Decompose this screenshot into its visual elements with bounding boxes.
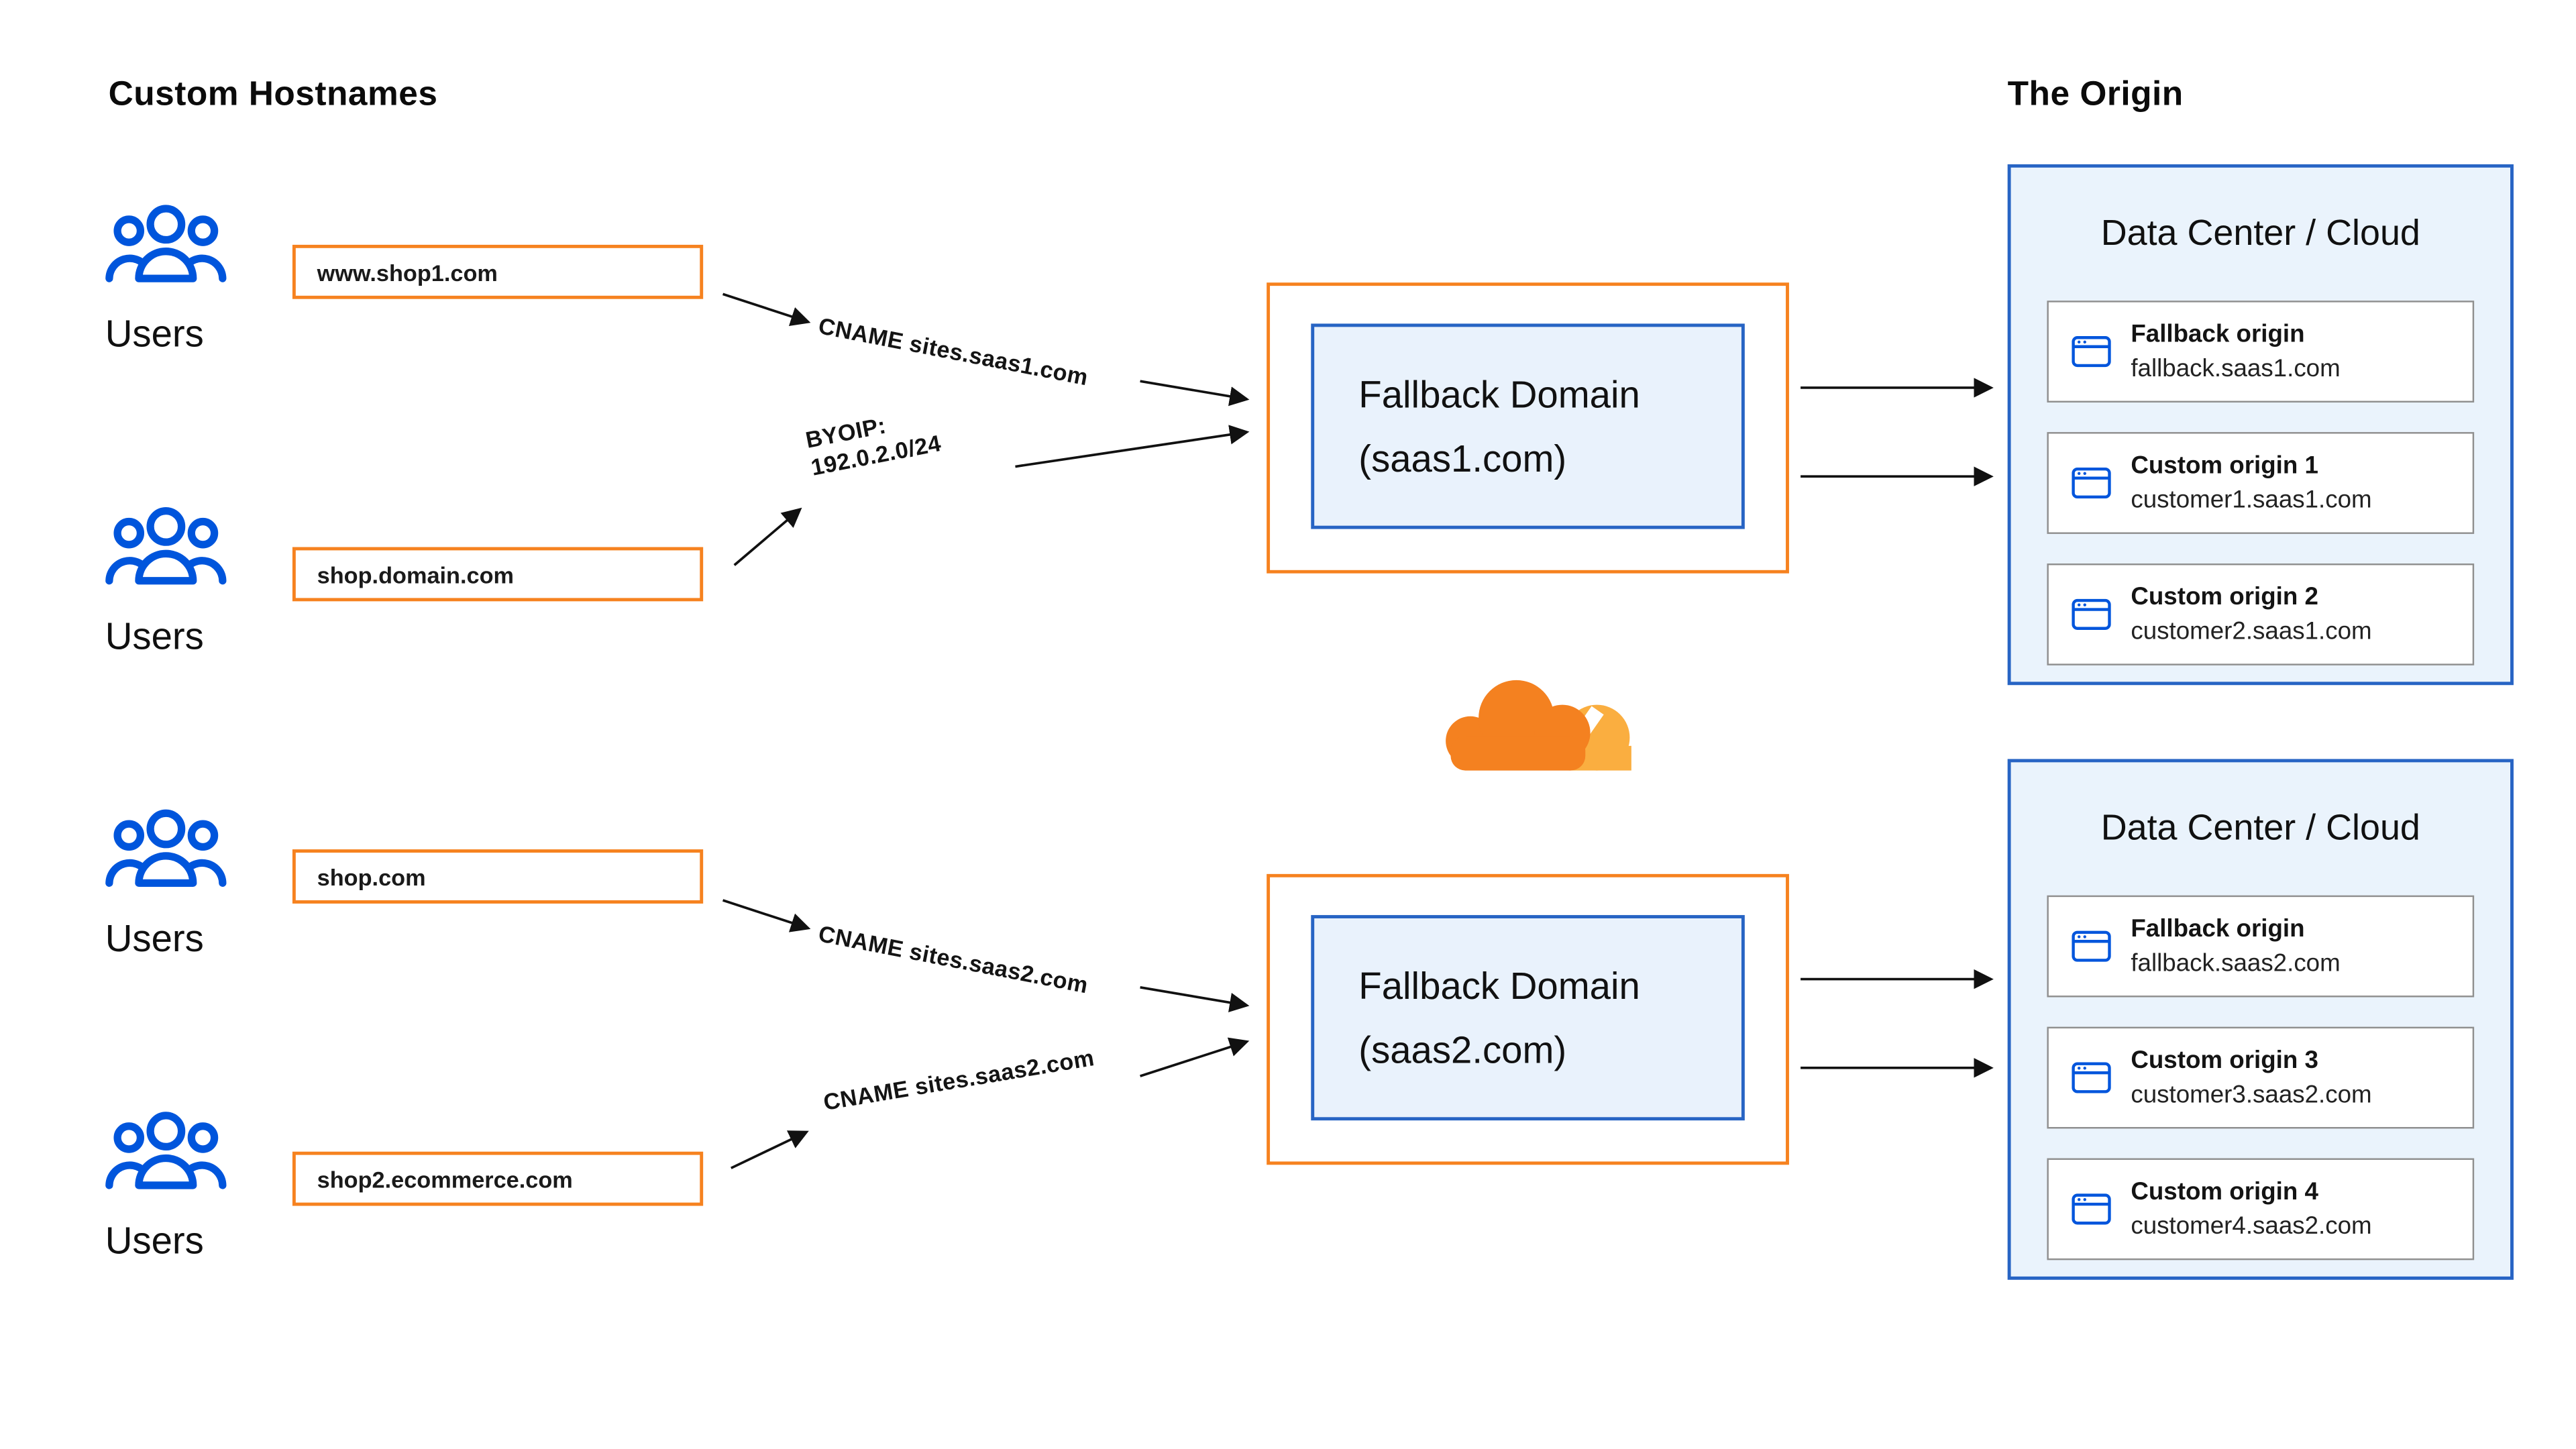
- edge-label-byoip: BYOIP: 192.0.2.0/24: [804, 402, 944, 482]
- user-group-1: Users: [105, 204, 233, 357]
- users-group-icon: [105, 507, 227, 585]
- origin-name: Fallback origin: [2131, 320, 2305, 349]
- fallback-domain-host: (saas2.com): [1358, 1027, 1567, 1071]
- user-group-2: Users: [105, 506, 233, 659]
- hostname-box-2: shop.domain.com: [292, 547, 704, 602]
- heading-the-origin: The Origin: [2007, 75, 2184, 113]
- origin-name: Fallback origin: [2131, 915, 2305, 943]
- users-label: Users: [105, 614, 204, 657]
- fallback-domain-1: Fallback Domain (saas1.com): [1267, 282, 1789, 574]
- edge-label-cname-saas1: CNAME sites.saas1.com: [816, 312, 1091, 390]
- browser-window-icon: [2072, 930, 2111, 962]
- browser-window-icon: [2072, 336, 2111, 368]
- origin-row: Custom origin 2 customer2.saas1.com: [2047, 564, 2475, 665]
- data-center-2: Data Center / Cloud Fallback origin fall…: [2007, 759, 2514, 1280]
- origin-row: Fallback origin fallback.saas2.com: [2047, 895, 2475, 998]
- heading-custom-hostnames: Custom Hostnames: [108, 75, 438, 113]
- origin-host: customer1.saas1.com: [2131, 486, 2372, 515]
- origin-text: Fallback origin fallback.saas2.com: [2131, 912, 2340, 981]
- browser-window-icon: [2072, 1193, 2111, 1225]
- fallback-domain-2-box: Fallback Domain (saas2.com): [1311, 915, 1745, 1121]
- origin-name: Custom origin 4: [2131, 1177, 2318, 1206]
- users-group-icon: [105, 205, 227, 282]
- hostname-box-1: www.shop1.com: [292, 244, 704, 299]
- browser-window-icon: [2072, 467, 2111, 499]
- browser-window-icon: [2072, 598, 2111, 630]
- hostname-label: shop.com: [317, 863, 426, 890]
- origin-host: fallback.saas2.com: [2131, 949, 2341, 978]
- origin-host: fallback.saas1.com: [2131, 354, 2341, 383]
- fallback-domain-host: (saas1.com): [1358, 436, 1567, 479]
- hostname-label: www.shop1.com: [317, 258, 498, 285]
- user-group-4: Users: [105, 1111, 233, 1264]
- data-center-1: Data Center / Cloud Fallback origin fall…: [2007, 164, 2514, 686]
- hostname-box-3: shop.com: [292, 849, 704, 904]
- origin-name: Custom origin 3: [2131, 1046, 2318, 1075]
- data-center-title: Data Center / Cloud: [2100, 806, 2420, 848]
- hostname-label: shop.domain.com: [317, 561, 515, 588]
- hostname-box-4: shop2.ecommerce.com: [292, 1151, 704, 1206]
- origin-row: Custom origin 1 customer1.saas1.com: [2047, 432, 2475, 534]
- users-group-icon: [105, 1112, 227, 1189]
- origin-text: Fallback origin fallback.saas1.com: [2131, 317, 2340, 386]
- origin-text: Custom origin 1 customer1.saas1.com: [2131, 449, 2371, 518]
- fallback-domain-title: Fallback Domain: [1358, 372, 1640, 415]
- users-group-icon: [105, 809, 227, 887]
- user-group-3: Users: [105, 808, 233, 961]
- origin-text: Custom origin 4 customer4.saas2.com: [2131, 1175, 2371, 1244]
- edge-label-cname-saas2-upper: CNAME sites.saas2.com: [816, 920, 1091, 998]
- origin-name: Custom origin 1: [2131, 451, 2318, 480]
- origin-row: Fallback origin fallback.saas1.com: [2047, 301, 2475, 403]
- edge-label-cname-saas2-lower: CNAME sites.saas2.com: [821, 1044, 1096, 1116]
- cloudflare-logo: [1446, 680, 1631, 782]
- origin-row: Custom origin 3 customer3.saas2.com: [2047, 1026, 2475, 1129]
- origin-text: Custom origin 2 customer2.saas1.com: [2131, 580, 2371, 649]
- fallback-domain-2: Fallback Domain (saas2.com): [1267, 873, 1789, 1165]
- origin-text: Custom origin 3 customer3.saas2.com: [2131, 1043, 2371, 1112]
- origin-host: customer3.saas2.com: [2131, 1081, 2372, 1110]
- users-label: Users: [105, 1219, 204, 1262]
- hostname-label: shop2.ecommerce.com: [317, 1165, 573, 1192]
- browser-window-icon: [2072, 1062, 2111, 1093]
- users-label: Users: [105, 312, 204, 355]
- users-label: Users: [105, 916, 204, 960]
- fallback-domain-title: Fallback Domain: [1358, 963, 1640, 1007]
- origin-host: customer2.saas1.com: [2131, 617, 2372, 646]
- data-center-title: Data Center / Cloud: [2100, 211, 2420, 254]
- origin-name: Custom origin 2: [2131, 583, 2318, 612]
- origin-row: Custom origin 4 customer4.saas2.com: [2047, 1158, 2475, 1260]
- origin-host: customer4.saas2.com: [2131, 1212, 2372, 1240]
- fallback-domain-1-box: Fallback Domain (saas1.com): [1311, 323, 1745, 529]
